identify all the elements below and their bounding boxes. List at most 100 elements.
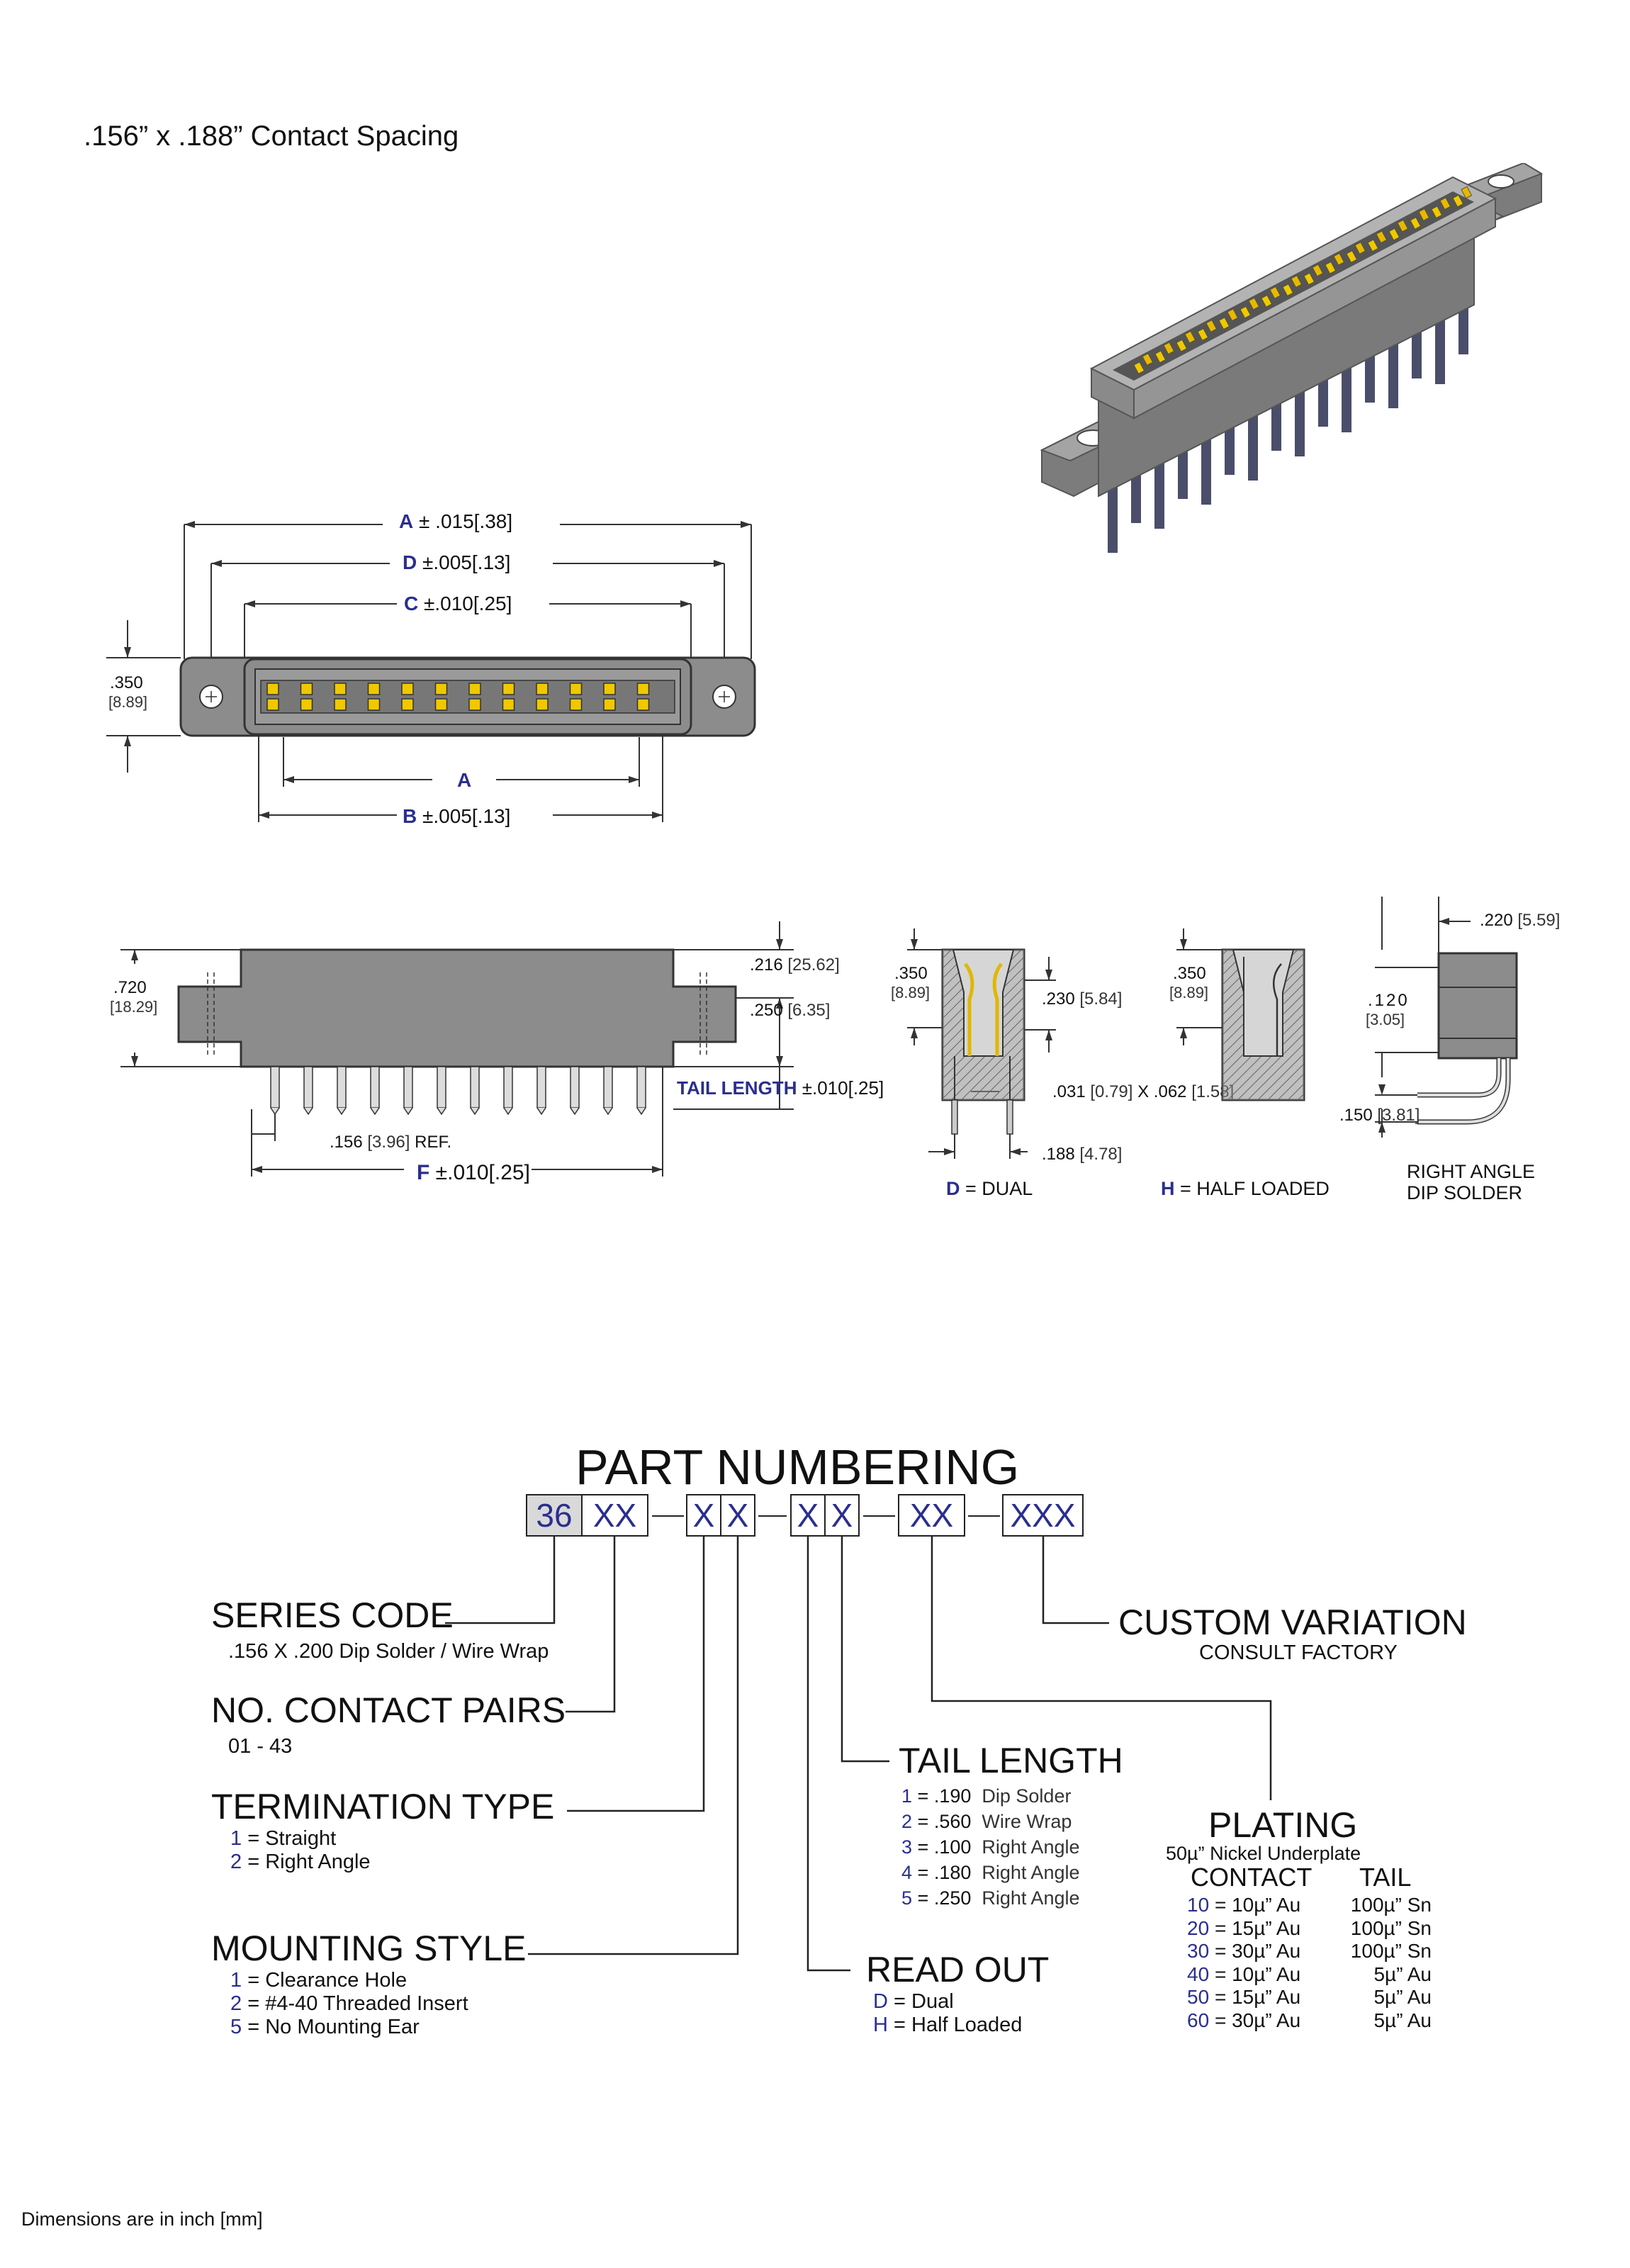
contact-pad	[367, 698, 381, 711]
footer-note: Dimensions are in inch [mm]	[21, 2208, 263, 2230]
contact-pairs-range: 01 - 43	[228, 1735, 293, 1758]
pn-dash	[863, 1515, 895, 1517]
pn-dash	[968, 1515, 1000, 1517]
pn-box-pairs: XX	[581, 1494, 648, 1537]
read-out-title: READ OUT	[866, 1950, 1050, 1989]
plating-contact: = 10µ” Au	[1214, 1963, 1301, 1985]
contact-pad	[636, 698, 650, 711]
series-code-desc: .156 X .200 Dip Solder / Wire Wrap	[228, 1640, 549, 1663]
render-contact	[1240, 305, 1252, 319]
render-contact	[1248, 297, 1260, 310]
render-contact	[1354, 242, 1366, 255]
half-h-mm: [8.89]	[1169, 984, 1209, 1001]
contact-pad	[603, 698, 616, 711]
contact-pad	[434, 698, 448, 711]
plating-tail: 100µ” Sn	[1350, 1916, 1432, 1939]
side-height-mm: [18.29]	[110, 998, 158, 1016]
render-contact	[1142, 353, 1154, 366]
list-item: 5 = .250 Right Angle	[901, 1887, 1080, 1909]
render-contact	[1154, 350, 1167, 364]
contact-pad	[502, 683, 515, 695]
pn-dash	[652, 1515, 684, 1517]
dim-d-label: D ±.005[.13]	[403, 551, 511, 573]
render-contact	[1431, 206, 1443, 219]
render-contact	[1452, 194, 1464, 208]
render-contact	[1176, 339, 1188, 352]
part-numbering-title: PART NUMBERING	[575, 1439, 1020, 1495]
contact-pad	[636, 683, 650, 695]
contact-pairs-title: NO. CONTACT PAIRS	[211, 1690, 566, 1730]
plating-contact: = 15µ” Au	[1214, 1986, 1301, 2008]
render-contact	[1325, 261, 1337, 274]
render-contact	[1269, 286, 1281, 299]
plating-tail: 5µ” Au	[1373, 2009, 1432, 2031]
contact-pad	[300, 698, 313, 711]
dim-b-label: B ±.005[.13]	[403, 805, 511, 827]
dim-a-inner-label: A	[457, 769, 472, 791]
ra-h-mm: [3.05]	[1366, 1011, 1405, 1028]
render-contact	[1291, 275, 1303, 288]
contact-pad	[536, 683, 549, 695]
custom-variation-title: CUSTOM VARIATION	[1118, 1602, 1467, 1642]
plating-tail: 100µ” Sn	[1350, 1894, 1432, 1916]
render-contact	[1163, 342, 1175, 355]
contact-pad	[401, 698, 414, 711]
render-contact	[1388, 228, 1400, 241]
list-item: 3 = .100 Right Angle	[901, 1836, 1080, 1858]
mounting-style-options: 1 = Clearance Hole 2 = #4-40 Threaded In…	[230, 1969, 468, 2039]
dual-caption: D = DUAL	[946, 1178, 1033, 1199]
dim-c-label: C ±.010[.25]	[404, 593, 512, 614]
plating-col-contact: CONTACT	[1191, 1863, 1313, 1892]
dual-h-in: .350	[894, 964, 928, 983]
render-contact	[1461, 186, 1473, 199]
top-height-in: .350	[110, 673, 143, 692]
list-item: 1 = .190 Dip Solder	[901, 1785, 1072, 1807]
list-item: 2 = #4-40 Threaded Insert	[230, 1992, 468, 2015]
plating-code: 30	[1187, 1940, 1210, 1962]
dual-h-mm: [8.89]	[891, 984, 931, 1001]
ra-width: .220 [5.59]	[1480, 911, 1561, 930]
plating-contact: = 10µ” Au	[1214, 1894, 1301, 1916]
dim-216: .216 [25.62]	[750, 955, 840, 975]
tail-length-title: TAIL LENGTH	[899, 1741, 1123, 1780]
list-item: H = Half Loaded	[873, 2014, 1023, 2036]
contact-pad	[300, 683, 313, 695]
plating-contact: = 30µ” Au	[1214, 2009, 1301, 2031]
pn-box-mounting: X	[720, 1494, 755, 1537]
ra-h-in: .120	[1368, 991, 1410, 1010]
list-item: 2 = .560 Wire Wrap	[901, 1811, 1072, 1832]
plating-row: 60 = 30µ” Au 5µ” Au	[1187, 2009, 1432, 2032]
render-contact	[1397, 219, 1409, 232]
list-item: 4 = .180 Right Angle	[901, 1862, 1080, 1883]
plating-tail: 5µ” Au	[1373, 1986, 1432, 2008]
side-height-in: .720	[113, 978, 147, 997]
half-caption: H = HALF LOADED	[1161, 1178, 1330, 1199]
custom-variation-desc: CONSULT FACTORY	[1199, 1641, 1398, 1664]
render-contact	[1439, 197, 1451, 210]
plating-tail: 5µ” Au	[1373, 1963, 1432, 1985]
tail-length-options: 1 = .190 Dip Solder 2 = .560 Wire Wrap 3…	[901, 1783, 1080, 1911]
top-view-drawing	[106, 521, 756, 822]
read-out-options: D = Dual H = Half Loaded	[873, 1990, 1022, 2037]
contact-pad	[334, 683, 347, 695]
contact-pad	[569, 683, 583, 695]
right-angle-drawing	[1375, 897, 1518, 1138]
plating-subtitle: 50µ” Nickel Underplate	[1166, 1843, 1361, 1864]
half-h-in: .350	[1173, 964, 1206, 983]
render-contact	[1303, 272, 1315, 286]
contact-pad	[603, 683, 616, 695]
pn-box-readout: X	[790, 1494, 826, 1537]
plating-code: 60	[1187, 2009, 1210, 2031]
pn-box-plating: XX	[898, 1494, 965, 1537]
render-contact	[1312, 264, 1324, 277]
contact-pad	[536, 698, 549, 711]
contact-pad	[468, 698, 481, 711]
plating-col-tail: TAIL	[1359, 1863, 1412, 1892]
render-contact	[1261, 294, 1273, 308]
plating-tail: 100µ” Sn	[1350, 1940, 1432, 1962]
